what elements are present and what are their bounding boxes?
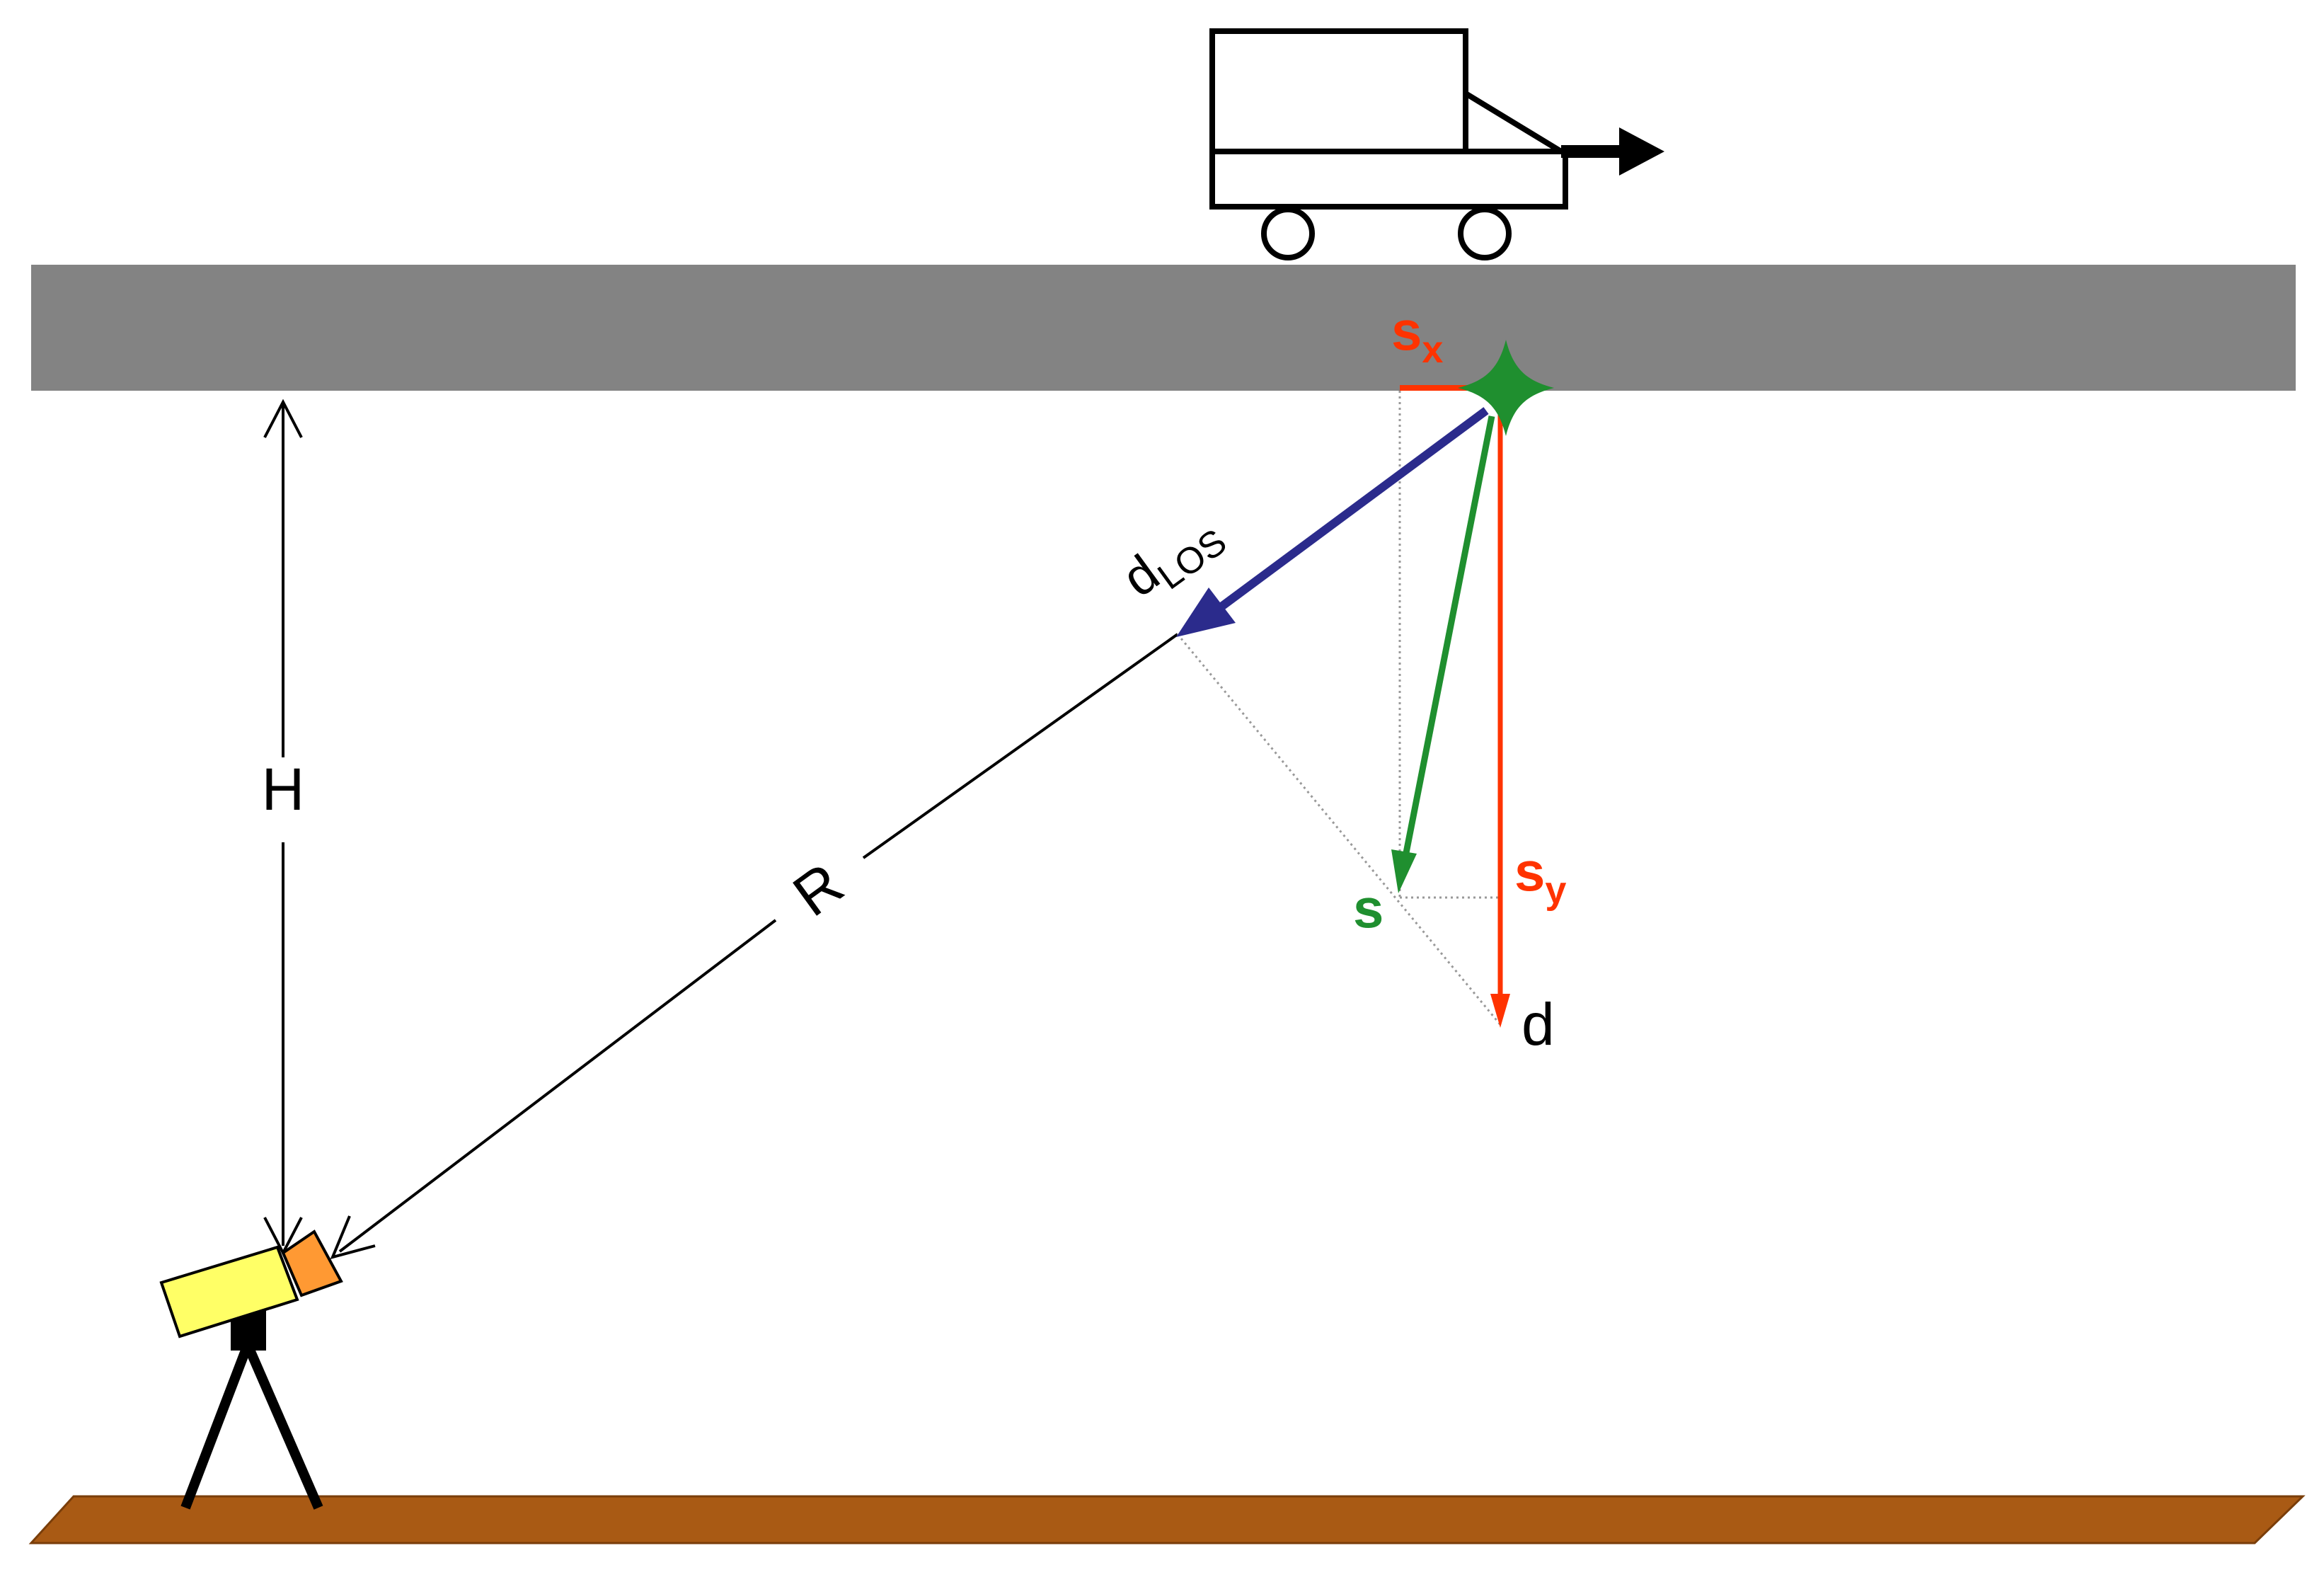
projection-guides [1176, 391, 1503, 1027]
bridge-deck [31, 265, 2296, 391]
d-label: d [1521, 991, 1555, 1057]
height-dimension [263, 399, 303, 1256]
sy-component-arrow [1490, 396, 1510, 1028]
range-line [330, 633, 1179, 1259]
ground-slab [28, 1495, 2306, 1544]
sy-label: sy [1514, 840, 1566, 912]
range-label: R [781, 850, 855, 929]
height-label: H [262, 756, 305, 822]
camera-on-tripod-icon [159, 1230, 343, 1510]
s-total-arrow [1391, 415, 1495, 893]
sx-label: sx [1391, 299, 1443, 371]
los-arrow [1176, 407, 1489, 637]
four-point-star-target-icon [1458, 340, 1554, 436]
s-total-label: s [1353, 877, 1384, 939]
truck-icon [1209, 28, 1664, 260]
